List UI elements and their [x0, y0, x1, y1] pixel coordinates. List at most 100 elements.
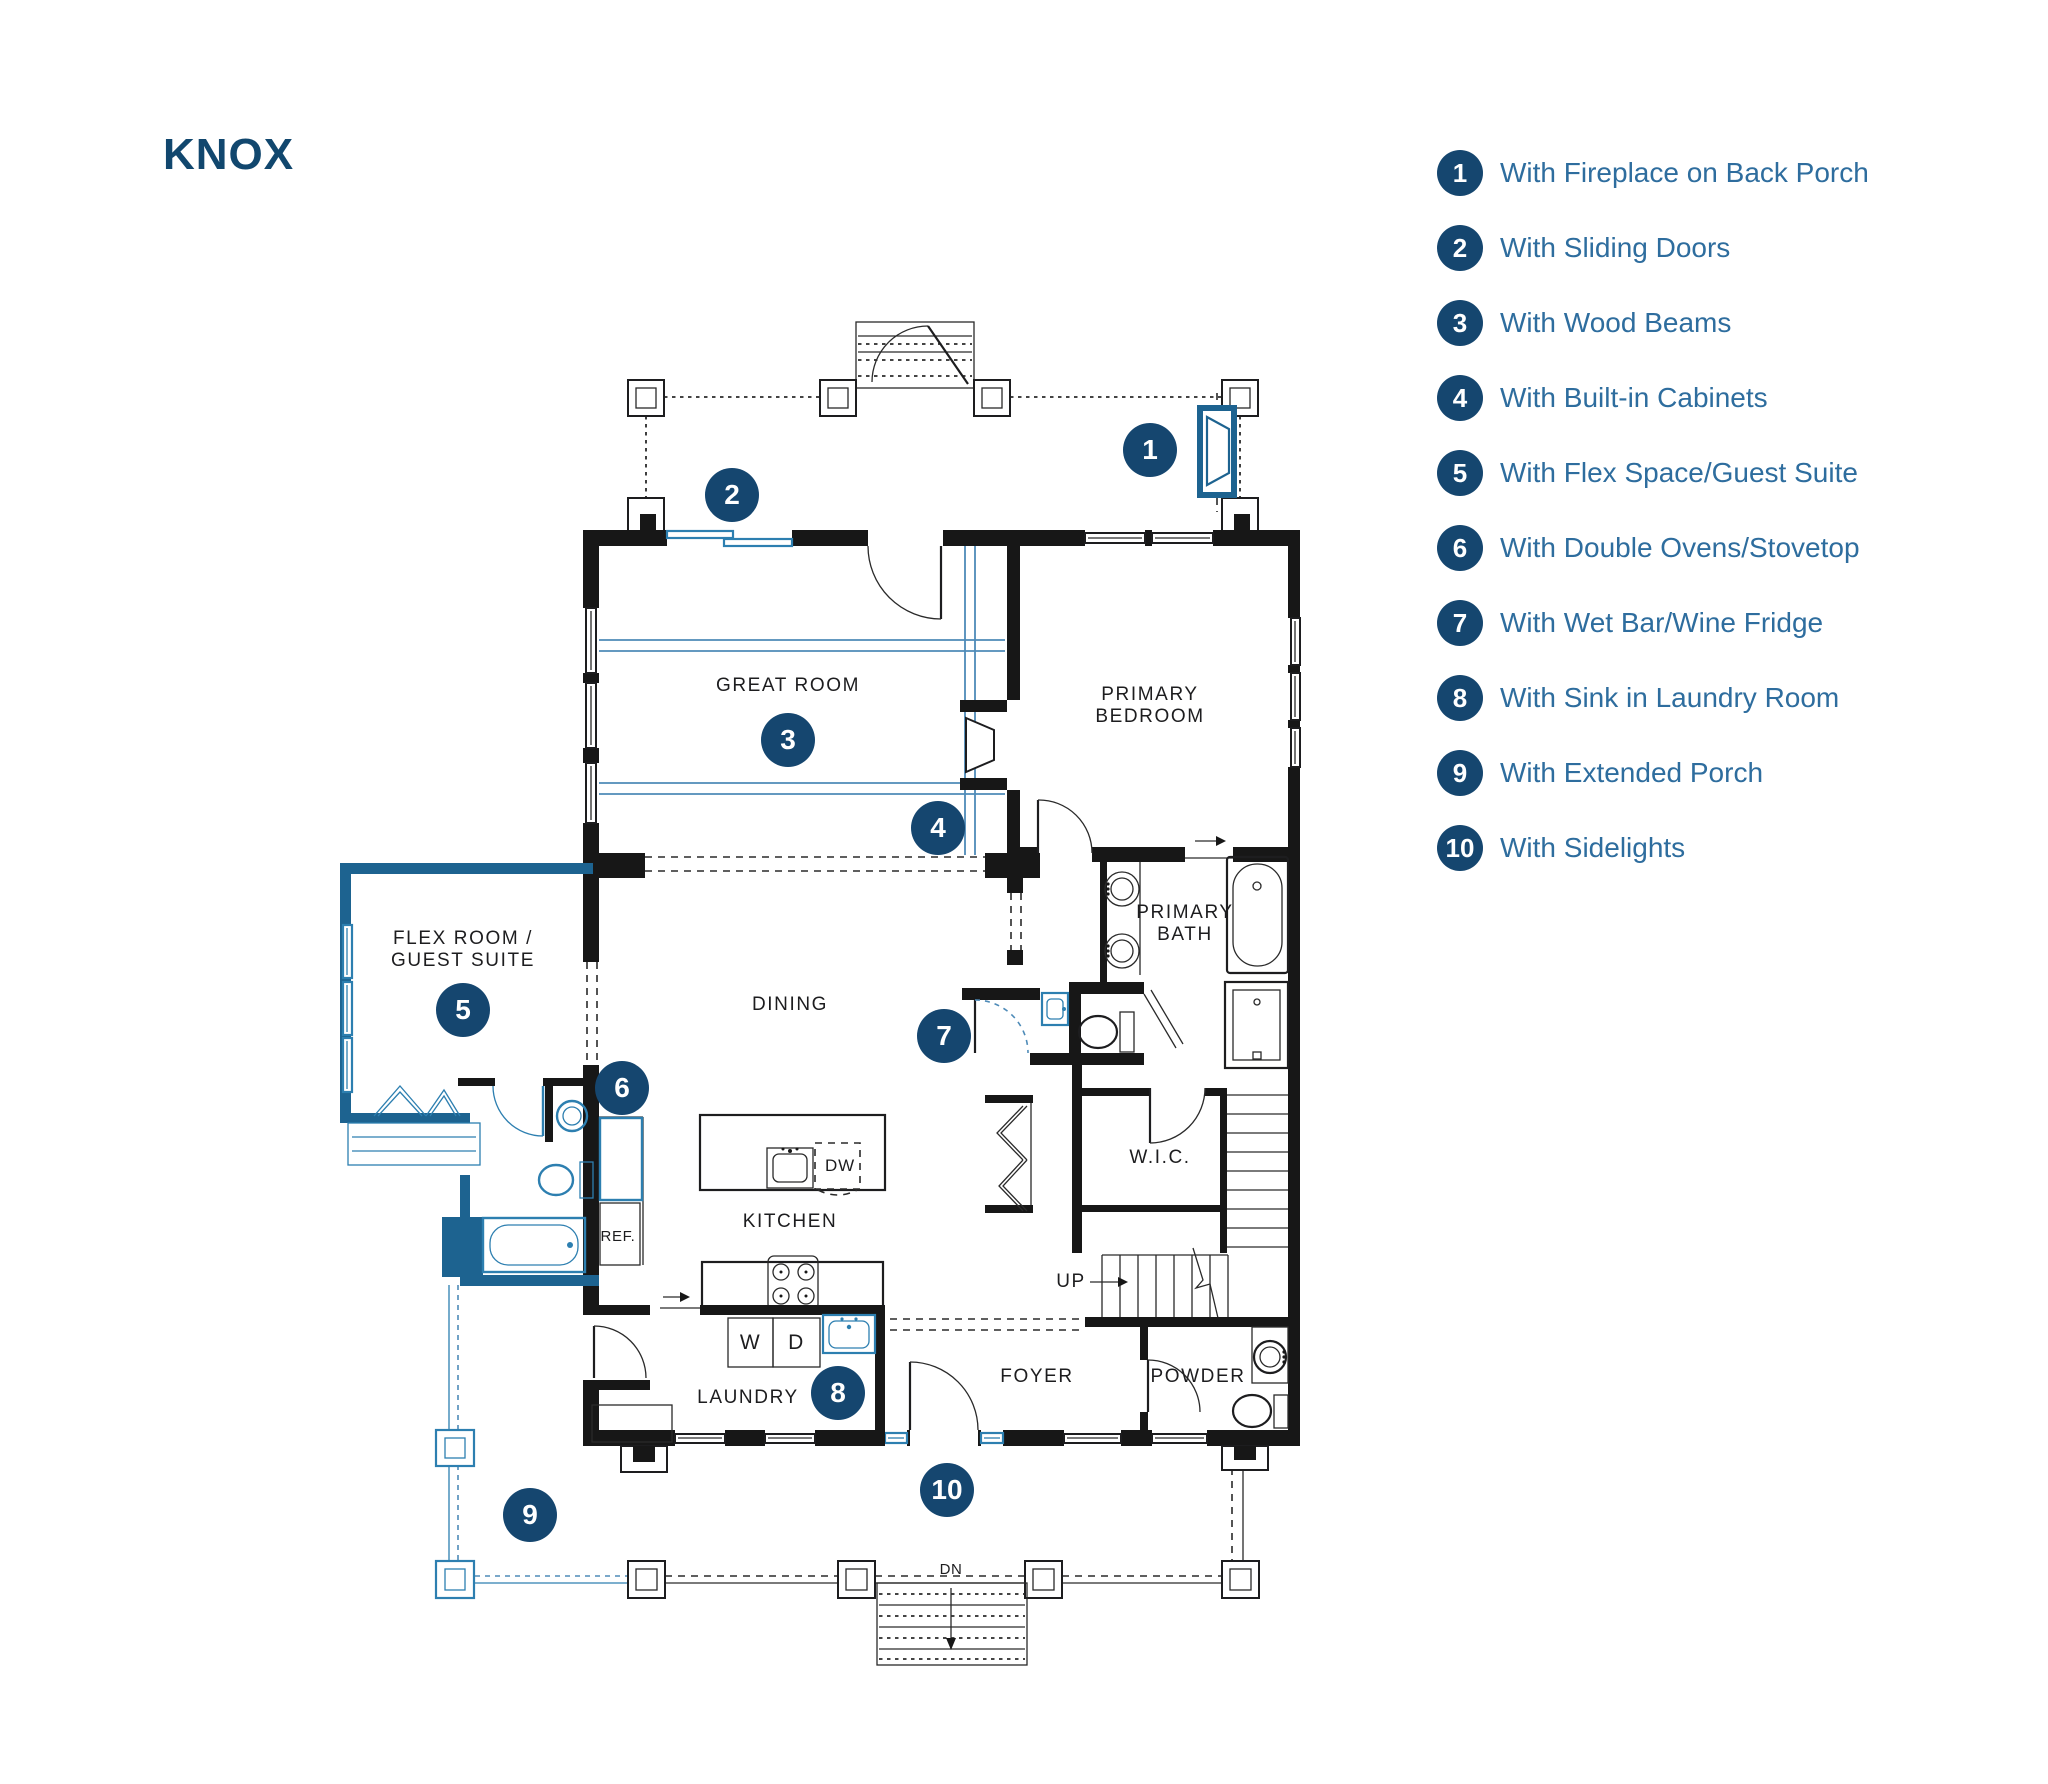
- legend-badge: 7: [1437, 600, 1483, 646]
- window: [1290, 672, 1301, 721]
- window: [764, 1433, 816, 1444]
- legend-item: 3 With Wood Beams: [1437, 300, 1869, 346]
- hall-opening: [1007, 878, 1023, 965]
- flex-closet-doors: [373, 1085, 461, 1117]
- window: [1290, 617, 1301, 666]
- window: [1151, 1433, 1208, 1444]
- legend-item: 5 With Flex Space/Guest Suite: [1437, 450, 1869, 496]
- hall-closet: [985, 1095, 1033, 1213]
- plan-marker-3: 3: [761, 713, 815, 767]
- window: [1063, 1433, 1122, 1444]
- porch-posts-back: [627, 379, 1259, 533]
- wet-bar: [962, 988, 1140, 1065]
- room-label-line: BEDROOM: [1095, 706, 1205, 727]
- exterior-walls: [583, 530, 1300, 1446]
- legend-item: 10 With Sidelights: [1437, 825, 1869, 871]
- flex-window: [341, 1036, 354, 1094]
- front-porch: [434, 1285, 1269, 1666]
- window: [585, 607, 597, 674]
- legend-badge: 8: [1437, 675, 1483, 721]
- legend-item: 6 With Double Ovens/Stovetop: [1437, 525, 1869, 571]
- powder-sink: [1251, 1326, 1289, 1384]
- plan-marker-1: 1: [1123, 423, 1177, 477]
- window: [585, 762, 597, 824]
- window: [1084, 532, 1146, 544]
- vanity-sink: [1104, 871, 1140, 907]
- room-label-laundry: LAUNDRY: [697, 1387, 799, 1408]
- outdoor-fireplace: [1197, 393, 1237, 512]
- room-label-powder: POWDER: [1150, 1366, 1246, 1387]
- plan-marker-5: 5: [436, 983, 490, 1037]
- legend-item: 7 With Wet Bar/Wine Fridge: [1437, 600, 1869, 646]
- plan-marker-4: 4: [911, 801, 965, 855]
- front-steps: [876, 1582, 1028, 1666]
- front-door: [908, 1361, 979, 1431]
- laundry-sink: [821, 1313, 877, 1355]
- legend-item: 8 With Sink in Laundry Room: [1437, 675, 1869, 721]
- legend-label: With Fireplace on Back Porch: [1500, 157, 1869, 188]
- room-label-great-room: GREAT ROOM: [715, 675, 861, 696]
- legend-label: With Sidelights: [1500, 832, 1686, 863]
- back-porch: [627, 321, 1259, 533]
- legend: 1 With Fireplace on Back Porch 2 With Sl…: [1437, 150, 1869, 871]
- window: [585, 682, 597, 749]
- windows: [585, 532, 1301, 1444]
- laundry: [591, 1313, 885, 1446]
- legend-label: With Sliding Doors: [1500, 232, 1731, 263]
- label-dishwasher: DW: [825, 1156, 855, 1175]
- label-refrigerator: REF.: [600, 1228, 636, 1245]
- island-sink: [766, 1147, 814, 1189]
- flex-room: [340, 863, 599, 1286]
- back-door: [867, 545, 943, 620]
- range: [700, 1255, 885, 1311]
- plan-marker-8: 8: [811, 1366, 865, 1420]
- room-label-dining: DINING: [751, 994, 829, 1015]
- room-label-flex-room: FLEX ROOM / GUEST SUITE: [391, 928, 535, 972]
- refrigerator: [599, 1202, 641, 1266]
- plan-marker-10: 10: [920, 1463, 974, 1517]
- legend-badge: 9: [1437, 750, 1483, 796]
- room-label-line: GUEST SUITE: [391, 950, 535, 971]
- toilet-room: [1069, 982, 1184, 1065]
- legend-badge: 10: [1437, 825, 1483, 871]
- legend-badge: 4: [1437, 375, 1483, 421]
- legend-label: With Flex Space/Guest Suite: [1500, 457, 1858, 488]
- legend-badge: 5: [1437, 450, 1483, 496]
- powder-toilet: [1231, 1393, 1289, 1429]
- cased-opening: [645, 853, 1040, 878]
- legend-label: With Wood Beams: [1500, 307, 1732, 338]
- window: [674, 1433, 726, 1444]
- legend-label: With Built-in Cabinets: [1500, 382, 1768, 413]
- double-oven-cabinet: [598, 1116, 644, 1202]
- legend-item: 4 With Built-in Cabinets: [1437, 375, 1869, 421]
- room-label-primary-bath: PRIMARY BATH: [1136, 902, 1233, 946]
- page-title: KNOX: [163, 130, 295, 179]
- window: [1290, 727, 1301, 768]
- legend-item: 1 With Fireplace on Back Porch: [1437, 150, 1869, 196]
- porch-posts-front: [434, 1428, 1260, 1600]
- flex-window: [341, 923, 354, 980]
- legend-badge: 1: [1437, 150, 1483, 196]
- room-label-kitchen: KITCHEN: [742, 1211, 838, 1232]
- primary-bath: [1069, 836, 1300, 1070]
- dishwasher: [814, 1142, 861, 1196]
- legend-label: With Double Ovens/Stovetop: [1500, 532, 1860, 563]
- label-stairs-up: UP: [1056, 1271, 1086, 1292]
- legend-badge: 2: [1437, 225, 1483, 271]
- plan-marker-6: 6: [595, 1061, 649, 1115]
- room-label-foyer: FOYER: [1000, 1366, 1074, 1387]
- legend-label: With Sink in Laundry Room: [1500, 682, 1840, 713]
- foyer-powder: [890, 1317, 1300, 1430]
- wood-beams: [599, 546, 1005, 855]
- legend-item: 9 With Extended Porch: [1437, 750, 1869, 796]
- flex-bath: [458, 1078, 599, 1274]
- wic: [1072, 1060, 1227, 1253]
- bedroom-wall-fireplace: [960, 546, 1107, 862]
- legend-item: 2 With Sliding Doors: [1437, 225, 1869, 271]
- window-seat-bay: [347, 1122, 481, 1166]
- window: [1151, 532, 1214, 544]
- plan-marker-9: 9: [503, 1488, 557, 1542]
- label-dryer: D: [788, 1331, 804, 1354]
